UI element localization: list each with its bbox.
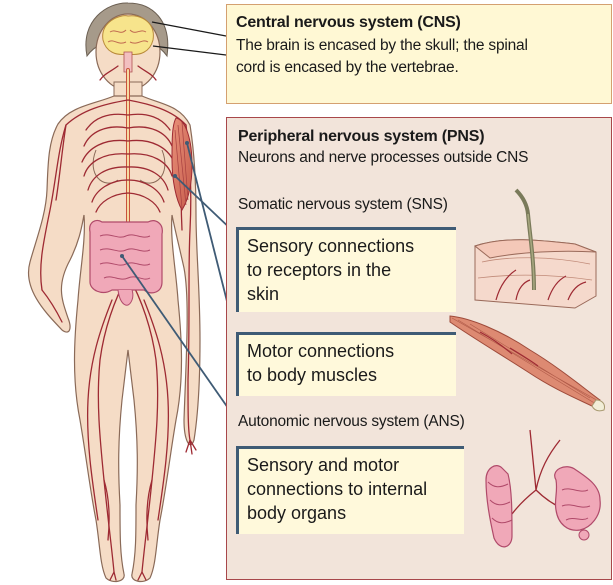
organ-line: body organs <box>247 501 458 525</box>
motor-line: Motor connections <box>247 339 450 363</box>
pns-title: Peripheral nervous system (PNS) <box>238 128 484 146</box>
human-body <box>29 3 200 582</box>
motor-line: to body muscles <box>247 363 450 387</box>
sensory-connections-box: Sensory connections to receptors in the … <box>236 227 456 312</box>
organ-connections-box: Sensory and motor connections to interna… <box>236 446 464 534</box>
connector-dot <box>120 254 124 258</box>
motor-connections-box: Motor connections to body muscles <box>236 332 456 396</box>
organ-line: Sensory and motor <box>247 453 458 477</box>
connector-dot <box>185 141 189 145</box>
autonomic-system-label: Autonomic nervous system (ANS) <box>238 413 465 431</box>
pns-box: Peripheral nervous system (PNS) Neurons … <box>226 117 612 580</box>
cns-description-line: The brain is encased by the skull; the s… <box>236 35 611 57</box>
sensory-line: skin <box>247 282 450 306</box>
cns-description-line: cord is encased by the vertebrae. <box>236 57 611 79</box>
cns-description: The brain is encased by the skull; the s… <box>236 35 611 79</box>
sensory-line: Sensory connections <box>247 234 450 258</box>
sensory-line: to receptors in the <box>247 258 450 282</box>
pns-subtitle: Neurons and nerve processes outside CNS <box>238 149 528 167</box>
somatic-system-label: Somatic nervous system (SNS) <box>238 196 448 214</box>
connector-dot <box>173 174 177 178</box>
cns-title: Central nervous system (CNS) <box>236 14 611 32</box>
cns-box: Central nervous system (CNS) The brain i… <box>226 4 612 104</box>
organ-line: connections to internal <box>247 477 458 501</box>
